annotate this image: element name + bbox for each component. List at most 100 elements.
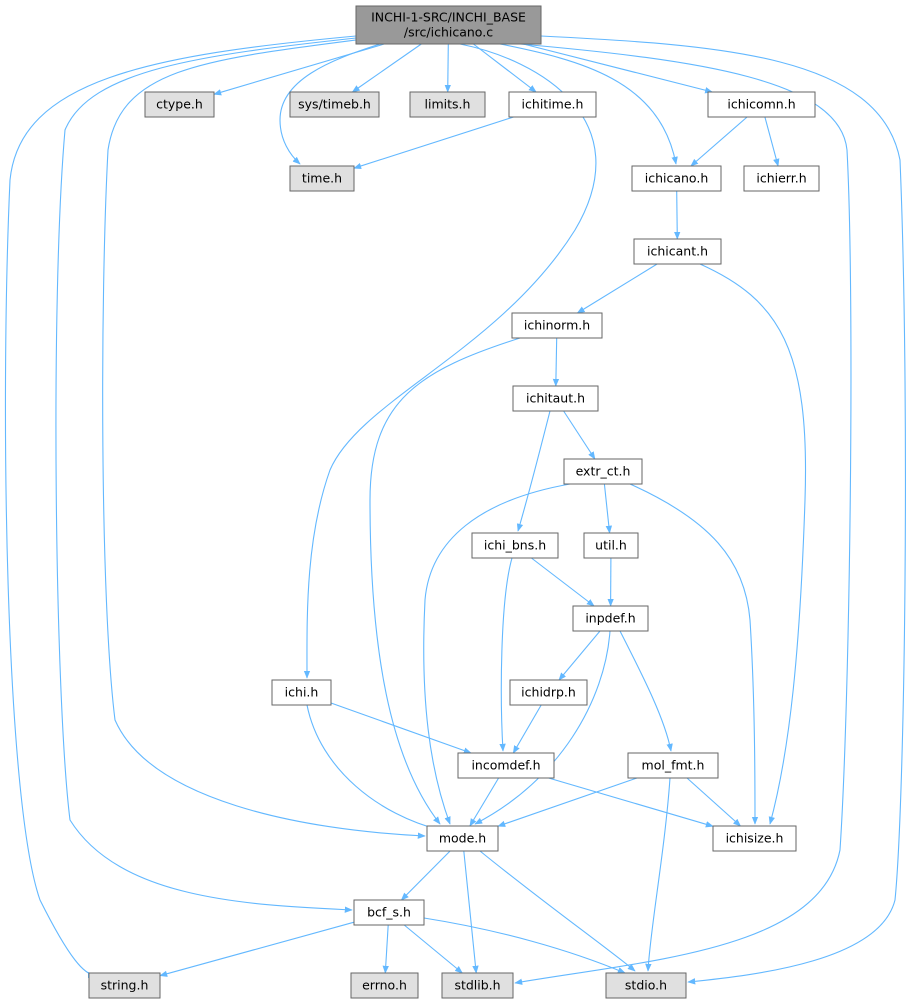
edge-extr_ct-to-mode: [423, 483, 571, 825]
node-box-ichitime: [508, 91, 597, 118]
node-mode[interactable]: mode.h: [426, 825, 499, 852]
node-box-ctype: [144, 91, 215, 118]
node-incomdef[interactable]: incomdef.h: [457, 752, 555, 779]
node-box-incomdef: [457, 752, 555, 779]
node-box-stdlib: [441, 972, 514, 999]
node-label-ctype: ctype.h: [156, 97, 203, 112]
edge-ichi_bns-to-inpdef: [531, 557, 595, 607]
node-ichinorm[interactable]: ichinorm.h: [511, 312, 603, 339]
node-box-errno: [350, 972, 419, 999]
edge-ichitime-to-time: [353, 116, 514, 170]
node-box-root: [355, 5, 542, 45]
node-box-ichi: [271, 679, 332, 706]
node-inpdef[interactable]: inpdef.h: [572, 605, 649, 632]
edge-bcf_s-to-errno: [382, 924, 389, 974]
node-ichicant[interactable]: ichicant.h: [633, 238, 722, 265]
node-box-stdio: [605, 972, 687, 999]
node-box-timeb: [289, 91, 380, 118]
node-label-incomdef: incomdef.h: [471, 758, 540, 773]
node-util[interactable]: util.h: [583, 532, 639, 559]
node-ichidrp[interactable]: ichidrp.h: [509, 679, 588, 706]
node-box-ichidrp: [509, 679, 588, 706]
edge-extr_ct-to-ichisize: [629, 483, 759, 825]
node-label-ichicant: ichicant.h: [647, 244, 708, 259]
node-ichi_bns[interactable]: ichi_bns.h: [471, 532, 559, 559]
node-label-time: time.h: [302, 171, 342, 186]
node-label-inpdef: inpdef.h: [585, 611, 635, 626]
edge-mode-to-bcf_s: [400, 850, 451, 901]
edge-root-to-timeb: [351, 43, 422, 93]
node-label-errno: errno.h: [362, 978, 407, 993]
node-box-ichicant: [633, 238, 722, 265]
node-label-ichicomn: ichicomn.h: [727, 97, 795, 112]
node-box-ichi_bns: [471, 532, 559, 559]
edge-bcf_s-to-stdio: [423, 917, 626, 974]
node-label-ichi_bns: ichi_bns.h: [484, 538, 546, 553]
edge-root-to-stdio: [540, 35, 906, 985]
node-ichicomn[interactable]: ichicomn.h: [707, 91, 816, 118]
node-box-ichisize: [712, 825, 797, 852]
edge-bcf_s-to-stdlib: [403, 924, 463, 974]
node-box-ichicomn: [707, 91, 816, 118]
edge-root-to-time: [279, 43, 381, 165]
edge-ichi-to-mode: [306, 704, 441, 832]
edges-layer: [4, 35, 906, 985]
node-label-ichi: ichi.h: [285, 685, 319, 700]
node-bcf_s[interactable]: bcf_s.h: [353, 899, 425, 926]
node-ichitime[interactable]: ichitime.h: [508, 91, 597, 118]
edge-incomdef-to-mode: [469, 777, 500, 827]
node-stdlib: stdlib.h: [441, 972, 514, 999]
edge-ichidrp-to-incomdef: [512, 704, 542, 754]
edge-root-to-bcf_s: [55, 37, 357, 913]
node-box-string: [88, 972, 161, 999]
node-extr_ct[interactable]: extr_ct.h: [563, 458, 643, 485]
node-time: time.h: [289, 165, 355, 192]
nodes-layer: INCHI-1-SRC/INCHI_BASE/src/ichicano.ccty…: [88, 5, 820, 999]
edge-root-to-limits: [444, 43, 451, 93]
node-ichi[interactable]: ichi.h: [271, 679, 332, 706]
edge-inpdef-to-mol_fmt: [619, 630, 673, 752]
node-label-ichitime: ichitime.h: [522, 97, 584, 112]
node-box-util: [583, 532, 639, 559]
node-box-extr_ct: [563, 458, 643, 485]
edge-ichinorm-to-mode: [369, 337, 521, 825]
edge-inpdef-to-ichidrp: [558, 630, 601, 681]
node-box-ichierr: [743, 165, 820, 192]
edge-root-to-ichi: [303, 43, 597, 679]
edge-root-to-ichitime: [473, 43, 537, 93]
node-ichicanoh[interactable]: ichicano.h: [631, 165, 722, 192]
node-box-ichinorm: [511, 312, 603, 339]
node-ichisize[interactable]: ichisize.h: [712, 825, 797, 852]
node-label-root-0: INCHI-1-SRC/INCHI_BASE: [371, 10, 526, 25]
edge-root-to-mode: [102, 39, 426, 839]
node-box-bcf_s: [353, 899, 425, 926]
edge-ichicomn-to-ichicanoh: [690, 116, 748, 167]
edge-ichicant-to-ichinorm: [576, 263, 658, 314]
node-label-stdio: stdio.h: [625, 978, 667, 993]
node-root[interactable]: INCHI-1-SRC/INCHI_BASE/src/ichicano.c: [355, 5, 542, 45]
edge-bcf_s-to-string: [159, 921, 355, 977]
node-box-mode: [426, 825, 499, 852]
node-label-ichicanoh: ichicano.h: [645, 171, 709, 186]
node-label-bcf_s: bcf_s.h: [367, 905, 411, 920]
edge-mol_fmt-to-ichisize: [686, 777, 742, 827]
edge-ichicant-to-ichisize: [699, 263, 807, 825]
edge-root-to-ichicomn: [523, 43, 714, 94]
node-label-extr_ct: extr_ct.h: [576, 464, 631, 479]
edge-ichitaut-to-ichi_bns: [516, 410, 551, 532]
node-ichitaut[interactable]: ichitaut.h: [512, 385, 599, 412]
node-box-time: [289, 165, 355, 192]
edge-root-to-string: [4, 35, 357, 979]
node-label-mol_fmt: mol_fmt.h: [642, 758, 705, 773]
node-label-string: string.h: [101, 978, 149, 993]
node-box-mol_fmt: [627, 752, 719, 779]
node-mol_fmt[interactable]: mol_fmt.h: [627, 752, 719, 779]
node-box-ichitaut: [512, 385, 599, 412]
edge-root-to-ichicanoh: [499, 43, 678, 165]
node-ctype: ctype.h: [144, 91, 215, 118]
edge-mol_fmt-to-mode: [497, 777, 638, 827]
edge-mode-to-stdlib: [463, 850, 479, 974]
node-ichierr[interactable]: ichierr.h: [743, 165, 820, 192]
edge-incomdef-to-ichisize: [548, 777, 714, 828]
